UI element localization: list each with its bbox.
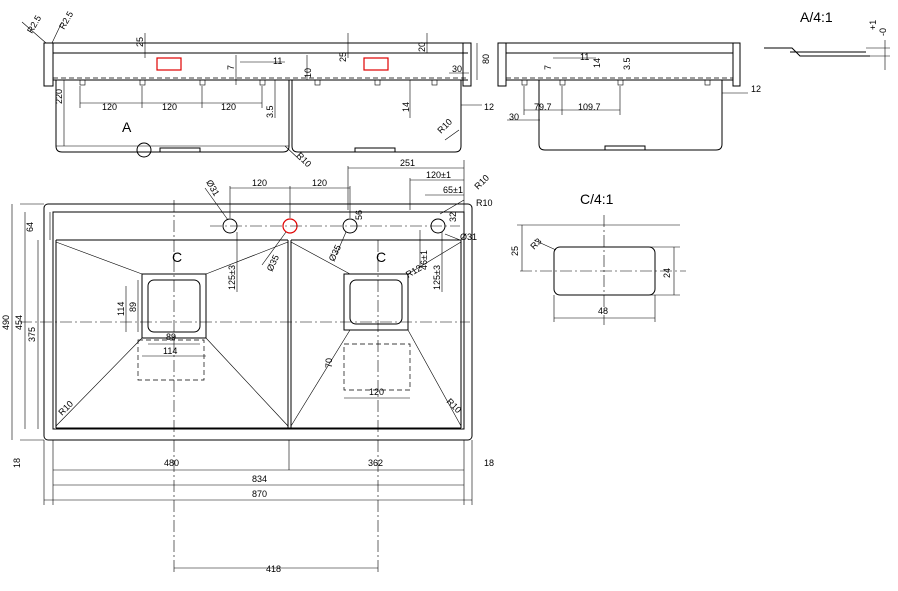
detail-c-dim-25: 25 (510, 246, 520, 256)
plan-dim-r10-top2: R10 (476, 198, 493, 208)
front-elevation-view (21, 21, 482, 161)
plan-dim-251: 251 (400, 158, 415, 168)
dim-r10-b: R10 (295, 150, 314, 169)
dim-7: 7 (226, 65, 236, 70)
dim-14: 14 (401, 102, 411, 112)
side-dim-3-5: 3.5 (622, 57, 632, 70)
section-c-right-label: C (376, 249, 386, 265)
dim-3-5: 3.5 (265, 105, 275, 118)
side-elevation-dimensions: 11 7 14 3.5 79.7 109.7 30 12 (509, 52, 761, 122)
dim-r2-5-left: R2.5 (25, 14, 43, 35)
plan-dim-120-drain: 120 (369, 387, 384, 397)
detail-a-callout-circle (136, 142, 152, 158)
tap-hole-right (363, 57, 389, 71)
dim-220: 220 (54, 89, 64, 104)
detail-c-dim-r3: R3 (528, 236, 543, 251)
plan-dim-phi35-left: Ø35 (265, 253, 281, 273)
plan-view-dimensions: 120 120 251 120±1 65±1 R10 R10 Ø31 Ø31 Ø… (1, 158, 494, 574)
plan-dim-362: 362 (368, 458, 383, 468)
plan-dim-phi35-right: Ø35 (327, 243, 343, 263)
plan-dim-56: 56 (354, 210, 364, 220)
plan-dim-r10-bottom-left: R10 (56, 399, 75, 418)
detail-c: C/4:1 25 R3 24 48 (510, 191, 686, 325)
plan-dim-70: 70 (324, 358, 334, 368)
front-elevation-dimensions: R2.5 R2.5 25 25 20 80 30 11 7 10 14 3.5 … (25, 10, 494, 170)
plan-dim-phi31-right: Ø31 (460, 232, 477, 242)
dim-80: 80 (481, 54, 491, 64)
side-dim-12: 12 (751, 84, 761, 94)
plan-dim-120-left: 120 (252, 178, 267, 188)
plan-dim-114-horizontal: 114 (163, 346, 177, 356)
dim-20: 20 (417, 42, 427, 52)
detail-c-dim-24: 24 (662, 268, 672, 278)
side-dim-79-7: 79.7 (534, 102, 552, 112)
plan-dim-18-left: 18 (12, 458, 22, 468)
detail-a-tol-minus: -0 (878, 28, 888, 36)
dim-r2-5-right: R2.5 (57, 10, 75, 31)
plan-dim-32: 32 (448, 212, 458, 222)
dim-r10-a: R10 (435, 117, 454, 136)
detail-a-label: A/4:1 (800, 9, 833, 25)
detail-a: A/4:1 +1 -0 (764, 9, 890, 70)
callout-a-label: A (122, 119, 132, 135)
plan-dim-120pm1: 120±1 (426, 170, 451, 180)
plan-dim-375: 375 (27, 327, 37, 342)
detail-a-tol-plus: +1 (868, 20, 878, 30)
plan-dim-125pm3-left: 125±3 (227, 265, 237, 290)
detail-c-dim-48: 48 (598, 306, 608, 316)
side-dim-30: 30 (509, 112, 519, 122)
plan-dim-125pm3-right: 125±3 (432, 265, 442, 290)
plan-dim-834: 834 (252, 474, 267, 484)
plan-view (11, 160, 473, 572)
dim-120-b: 120 (162, 102, 177, 112)
plan-dim-18-right: 18 (484, 458, 494, 468)
plan-dim-46pm1: 46±1 (419, 250, 429, 270)
dim-120-c: 120 (221, 102, 236, 112)
dim-120-a: 120 (102, 102, 117, 112)
detail-c-label: C/4:1 (580, 191, 614, 207)
side-dim-14: 14 (592, 58, 602, 68)
side-dim-109-7: 109.7 (578, 102, 601, 112)
plan-dim-89-horizontal: 89 (166, 332, 176, 342)
plan-dim-454: 454 (14, 315, 24, 330)
side-dim-7: 7 (543, 65, 553, 70)
plan-dim-64: 64 (25, 222, 35, 232)
side-elevation-view (497, 42, 748, 151)
plan-dim-120-right: 120 (312, 178, 327, 188)
plan-dim-114-vertical: 114 (116, 302, 126, 316)
plan-dim-r10-top: R10 (472, 173, 491, 192)
plan-dim-480: 480 (164, 458, 179, 468)
dim-12: 12 (484, 102, 494, 112)
plan-dim-89-vertical: 89 (128, 302, 138, 312)
plan-dim-phi31-left: Ø31 (204, 178, 221, 198)
side-dim-11: 11 (580, 52, 589, 62)
plan-dim-65pm1: 65±1 (443, 185, 463, 195)
dim-10: 10 (303, 68, 313, 78)
dim-11: 11 (273, 56, 282, 66)
section-c-left-label: C (172, 249, 182, 265)
dim-30: 30 (452, 64, 462, 74)
plan-dim-418: 418 (266, 564, 281, 574)
tap-hole-left (156, 57, 182, 71)
plan-dim-490: 490 (1, 315, 11, 330)
dim-25-right: 25 (338, 52, 348, 62)
dim-25-left: 25 (135, 37, 145, 47)
plan-dim-870: 870 (252, 489, 267, 499)
